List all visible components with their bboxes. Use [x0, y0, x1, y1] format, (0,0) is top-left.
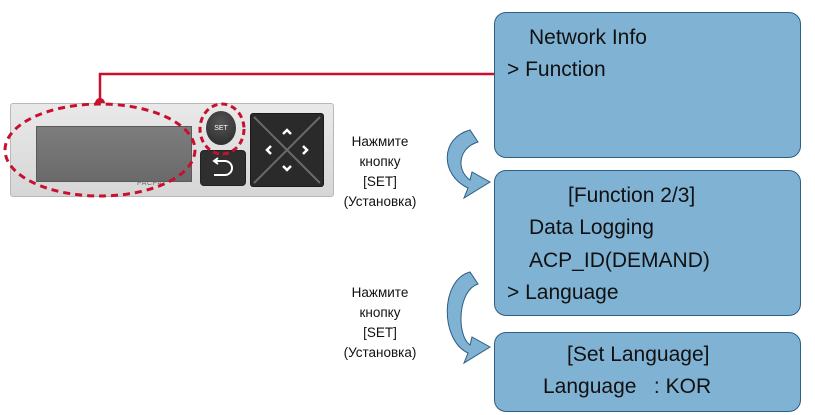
instruction-line: кнопку — [359, 305, 401, 320]
instruction-line: [SET] — [363, 174, 397, 189]
screen-title: [Set Language] — [567, 343, 710, 366]
instruction-line: (Установка) — [343, 345, 417, 360]
screen-line-selected: > Language — [507, 281, 619, 304]
back-button[interactable] — [200, 150, 246, 186]
instruction-line: (Установка) — [343, 194, 417, 209]
instruction-line: кнопку — [359, 154, 401, 169]
device-lcd-display — [36, 126, 192, 182]
screen-line-selected: > Function — [507, 58, 606, 81]
arrow-up-icon[interactable] — [282, 128, 292, 135]
screen-line: Data Logging — [529, 216, 654, 239]
nav-pad-graphic — [253, 116, 321, 184]
screen-title: [Function 2/3] — [568, 184, 696, 207]
set-button[interactable]: SET — [206, 111, 236, 145]
screen-line: Language : KOR — [543, 375, 712, 398]
arrow-left-icon[interactable] — [265, 145, 272, 155]
set-button-highlight-ellipse — [198, 102, 246, 156]
back-arrow-icon — [212, 157, 233, 176]
screen-line: Network Info — [529, 26, 647, 49]
step2-curved-arrow — [446, 271, 491, 365]
screen-line: ACP_ID(DEMAND) — [529, 249, 710, 272]
menu-screen-set-language: [Set Language] Language : KOR — [494, 332, 801, 412]
instruction-line: Нажмите — [351, 285, 409, 300]
arrow-right-icon[interactable] — [302, 145, 309, 155]
menu-screen-network-info: Network Info > Function — [494, 12, 801, 158]
set-button-label: SET — [214, 124, 228, 132]
menu-screen-function: [Function 2/3] Data Logging ACP_ID(DEMAN… — [494, 170, 801, 316]
step2-instruction: Нажмите кнопку [SET] (Установка) — [325, 283, 435, 363]
step1-curved-arrow — [446, 129, 491, 200]
arrow-down-icon[interactable] — [282, 165, 292, 172]
device-brand-label: PACP4T — [137, 180, 167, 187]
instruction-line: [SET] — [363, 325, 397, 340]
navigation-pad — [250, 113, 324, 187]
step1-instruction: Нажмите кнопку [SET] (Установка) — [325, 132, 435, 212]
instruction-line: Нажмите — [351, 134, 409, 149]
lcd-highlight-ellipse — [3, 102, 197, 198]
